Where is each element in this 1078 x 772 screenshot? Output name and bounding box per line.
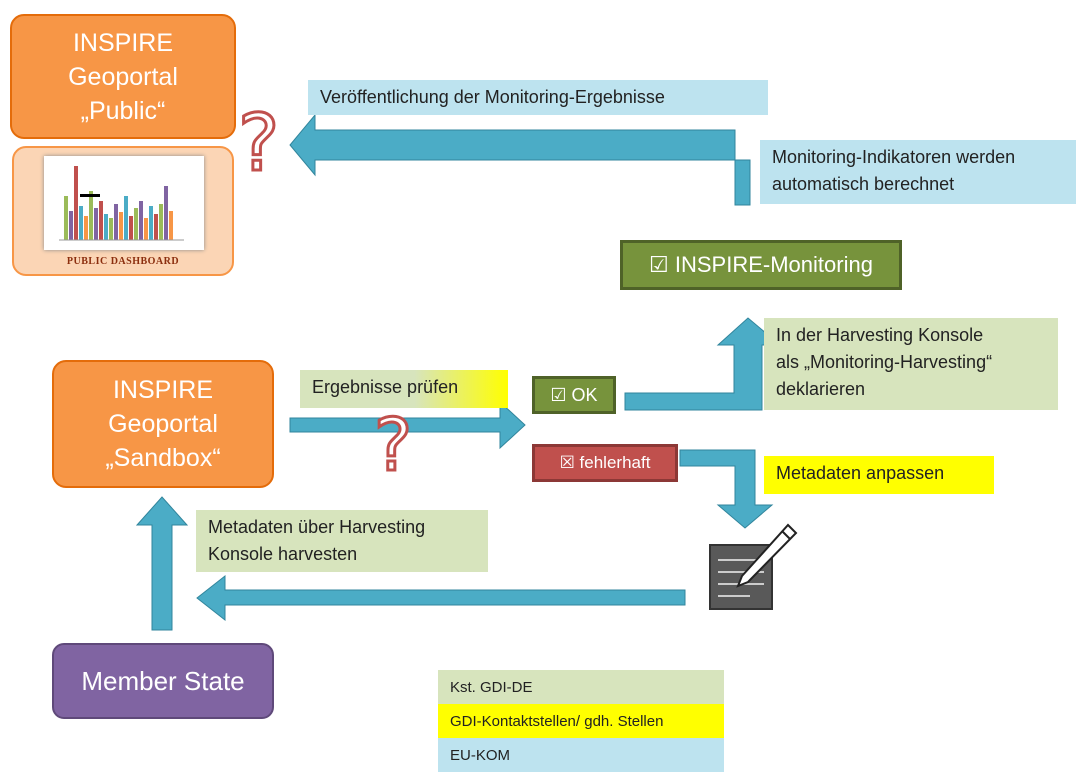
indicators-line-1: Monitoring-Indikatoren werden — [772, 147, 1016, 167]
question-mark-icon: ? — [236, 99, 280, 189]
inspire-monitoring-box: ☑ INSPIRE-Monitoring — [620, 240, 902, 290]
harvest-metadata-note: Metadaten über Harvesting Konsole harves… — [196, 510, 488, 572]
error-to-edit-arrow — [679, 449, 774, 529]
legend: Kst. GDI-DE GDI-Kontaktstellen/ gdh. Ste… — [438, 670, 724, 772]
legend-item-gdi-de: Kst. GDI-DE — [438, 670, 724, 704]
check-results-arrow — [289, 400, 526, 450]
status-error-badge: ☒ fehlerhaft — [532, 444, 678, 482]
harvest-line-1: Metadaten über Harvesting — [208, 517, 426, 537]
adjust-metadata-note: Metadaten anpassen — [764, 456, 994, 494]
declare-line-3: deklarieren — [776, 379, 866, 399]
harvest-line-2: Konsole harvesten — [208, 544, 358, 564]
public-geoportal-box: INSPIRE Geoportal „Public“ — [10, 14, 236, 139]
sandbox-geoportal-box: INSPIRE Geoportal „Sandbox“ — [52, 360, 274, 488]
status-ok-badge: ☑ OK — [532, 376, 616, 414]
legend-item-contact-points: GDI-Kontaktstellen/ gdh. Stellen — [438, 704, 724, 738]
member-up-arrow — [135, 496, 189, 631]
harvest-arrow — [196, 574, 686, 622]
check-results-note: Ergebnisse prüfen — [300, 370, 508, 408]
bar-chart-thumbnail — [44, 156, 204, 250]
declare-line-1: In der Harvesting Konsole — [776, 325, 984, 345]
public-portal-line-2: Geoportal — [68, 62, 178, 91]
public-dashboard-panel: PUBLIC DASHBOARD — [12, 146, 234, 276]
sandbox-portal-line-3: „Sandbox“ — [105, 444, 221, 472]
public-portal-line-1: INSPIRE — [72, 28, 174, 57]
legend-item-eu-kom: EU-KOM — [438, 738, 724, 772]
sandbox-portal-line-2: Geoportal — [108, 410, 218, 438]
declare-harvesting-note: In der Harvesting Konsole als „Monitorin… — [764, 318, 1058, 410]
declare-line-2: als „Monitoring-Harvesting“ — [776, 352, 993, 372]
bar-chart-thumbnail-icon — [59, 166, 184, 241]
public-portal-line-3: „Public“ — [80, 96, 166, 125]
dashboard-caption: PUBLIC DASHBOARD — [66, 256, 180, 267]
publish-results-note: Veröffentlichung der Monitoring-Ergebnis… — [308, 80, 768, 115]
sandbox-portal-line-1: INSPIRE — [112, 376, 214, 404]
indicators-note: Monitoring-Indikatoren werden automatisc… — [760, 140, 1076, 204]
publish-arrow — [289, 113, 751, 206]
question-mark-icon: ? — [372, 403, 413, 487]
member-state-box: Member State — [52, 643, 274, 719]
indicators-line-2: automatisch berechnet — [772, 174, 955, 194]
